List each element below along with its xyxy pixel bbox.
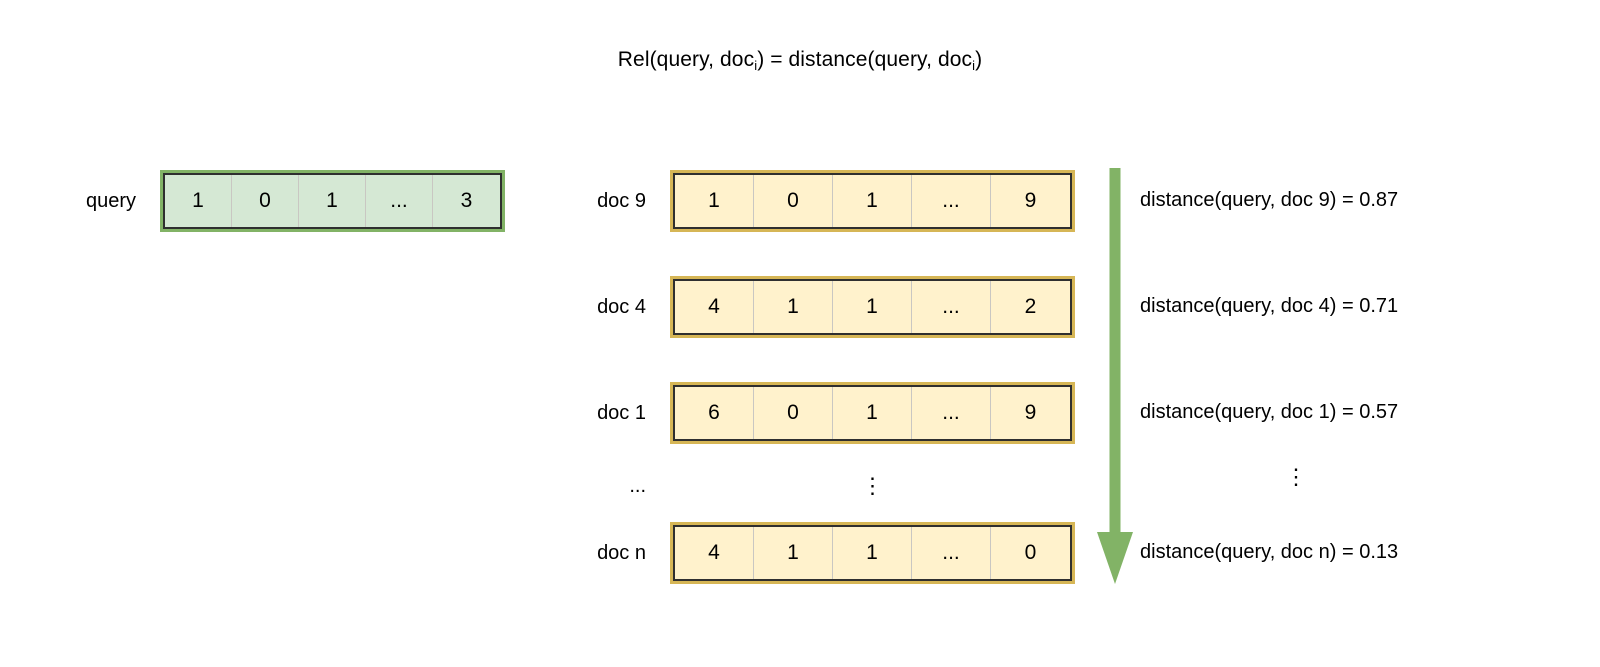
doc-vertical-ellipsis: ⋮ bbox=[861, 473, 884, 498]
query-cell: 0 bbox=[232, 175, 299, 227]
title-middle: ) = distance(query, doc bbox=[757, 48, 973, 71]
ellipsis-row: ... ⋮ bbox=[560, 456, 1075, 516]
doc-cell: 4 bbox=[675, 281, 754, 333]
doc-cell: 0 bbox=[754, 387, 833, 439]
distance-annotation: distance(query, doc 1) = 0.57 bbox=[1140, 401, 1399, 423]
query-cell: 1 bbox=[299, 175, 366, 227]
doc-vector-inner: 4 1 1 ... 0 bbox=[673, 525, 1072, 581]
doc-cell: 6 bbox=[675, 387, 754, 439]
doc-vector: 4 1 1 ... 2 bbox=[670, 276, 1075, 338]
doc-cell: 2 bbox=[991, 281, 1070, 333]
doc-vector: 4 1 1 ... 0 bbox=[670, 522, 1075, 584]
ranking-direction-arrow-icon bbox=[1097, 168, 1133, 584]
doc-vector-inner: 4 1 1 ... 2 bbox=[673, 279, 1072, 335]
ellipsis-label: ... bbox=[629, 474, 646, 497]
title-subscript-1: i bbox=[754, 58, 758, 73]
doc-vector-inner: 6 0 1 ... 9 bbox=[673, 385, 1072, 441]
title-prefix: Rel(query, doc bbox=[617, 48, 755, 71]
doc-cell: 1 bbox=[833, 175, 912, 227]
query-cell-ellipsis: ... bbox=[366, 175, 433, 227]
doc-label: doc 9 bbox=[597, 189, 646, 212]
doc-label: doc n bbox=[597, 541, 646, 564]
doc-cell: 1 bbox=[754, 281, 833, 333]
query-vector: 1 0 1 ... 3 bbox=[160, 170, 505, 232]
doc-label: doc 1 bbox=[597, 401, 646, 424]
doc-vector: 6 0 1 ... 9 bbox=[670, 382, 1075, 444]
doc-cell: 9 bbox=[991, 175, 1070, 227]
doc-cell: 1 bbox=[833, 281, 912, 333]
doc-cell: 1 bbox=[754, 527, 833, 579]
page-title: Rel(query, doci) = distance(query, doci) bbox=[0, 48, 1600, 73]
doc-row: doc 4 4 1 1 ... 2 bbox=[560, 274, 1075, 340]
doc-cell: 0 bbox=[991, 527, 1070, 579]
query-vector-inner: 1 0 1 ... 3 bbox=[163, 173, 502, 229]
doc-label: doc 4 bbox=[597, 295, 646, 318]
doc-cell: 0 bbox=[754, 175, 833, 227]
query-label: query bbox=[85, 189, 136, 212]
title-subscript-2: i bbox=[972, 58, 976, 73]
doc-row: doc n 4 1 1 ... 0 bbox=[560, 520, 1075, 586]
distance-annotation: distance(query, doc 9) = 0.87 bbox=[1140, 189, 1399, 211]
query-vector-row: query 1 0 1 ... 3 bbox=[50, 168, 505, 234]
distance-vertical-ellipsis: ⋮ bbox=[1285, 464, 1307, 489]
doc-cell: 4 bbox=[675, 527, 754, 579]
doc-vector: 1 0 1 ... 9 bbox=[670, 170, 1075, 232]
doc-cell: 1 bbox=[833, 527, 912, 579]
doc-cell-ellipsis: ... bbox=[912, 387, 991, 439]
title-suffix: ) bbox=[975, 48, 983, 71]
doc-row: doc 9 1 0 1 ... 9 bbox=[560, 168, 1075, 234]
distance-annotation: distance(query, doc 4) = 0.71 bbox=[1140, 295, 1399, 317]
doc-cell: 9 bbox=[991, 387, 1070, 439]
doc-row: doc 1 6 0 1 ... 9 bbox=[560, 380, 1075, 446]
query-cell: 3 bbox=[433, 175, 500, 227]
doc-cell: 1 bbox=[833, 387, 912, 439]
query-cell: 1 bbox=[165, 175, 232, 227]
doc-vector-inner: 1 0 1 ... 9 bbox=[673, 173, 1072, 229]
distance-annotation: distance(query, doc n) = 0.13 bbox=[1140, 541, 1399, 563]
doc-cell-ellipsis: ... bbox=[912, 175, 991, 227]
doc-cell-ellipsis: ... bbox=[912, 281, 991, 333]
doc-cell: 1 bbox=[675, 175, 754, 227]
doc-cell-ellipsis: ... bbox=[912, 527, 991, 579]
